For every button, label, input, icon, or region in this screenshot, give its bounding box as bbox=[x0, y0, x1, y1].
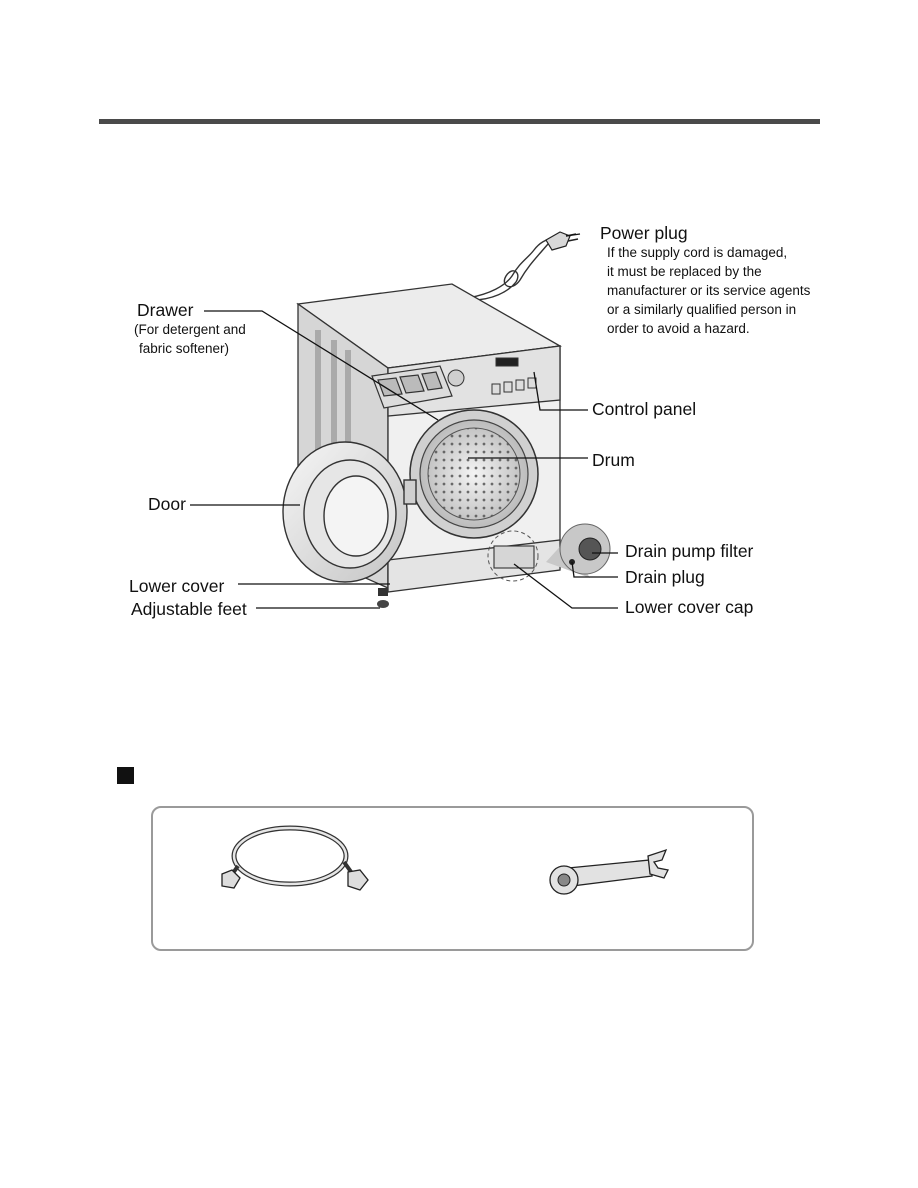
drawer-label: Drawer bbox=[137, 300, 194, 320]
door-label: Door bbox=[148, 494, 186, 514]
note-line: manufacturer or its service agents bbox=[607, 283, 811, 298]
leader-lines bbox=[190, 233, 618, 609]
drum-label: Drum bbox=[592, 450, 635, 470]
note-line: or a similarly qualified person in bbox=[607, 302, 797, 317]
black-square-icon bbox=[117, 767, 134, 784]
power-cord bbox=[467, 237, 553, 301]
lower-cover-cap-icon bbox=[487, 530, 539, 582]
adjustable-foot-icon bbox=[377, 588, 389, 608]
door-icon bbox=[282, 441, 417, 583]
drain-callout bbox=[546, 523, 611, 578]
power-plug-note: If the supply cord is damaged, it must b… bbox=[607, 243, 810, 338]
control-panel-label: Control panel bbox=[592, 399, 697, 419]
spanner-icon bbox=[549, 848, 669, 895]
header-rule bbox=[99, 119, 820, 124]
note-line: order to avoid a hazard. bbox=[607, 321, 750, 336]
inlet-hose-icon bbox=[221, 825, 369, 891]
drain-pump-filter-label: Drain pump filter bbox=[625, 541, 754, 561]
drawer-sub-line-2: fabric softener) bbox=[139, 341, 230, 356]
drawer-icon bbox=[371, 365, 453, 409]
note-line: If the supply cord is damaged, bbox=[607, 245, 788, 260]
adjustable-feet-label: Adjustable feet bbox=[131, 599, 247, 619]
drum-icon bbox=[409, 409, 539, 539]
control-panel-icon bbox=[447, 357, 537, 395]
accessories-box bbox=[151, 806, 754, 951]
lower-cover-label: Lower cover bbox=[129, 576, 225, 596]
note-line: it must be replaced by the bbox=[607, 264, 762, 279]
drawer-sub-line-1: (For detergent and bbox=[134, 322, 246, 337]
drain-plug-label: Drain plug bbox=[625, 567, 705, 587]
lower-cover-cap-label: Lower cover cap bbox=[625, 597, 754, 617]
power-plug-label: Power plug bbox=[600, 223, 688, 243]
